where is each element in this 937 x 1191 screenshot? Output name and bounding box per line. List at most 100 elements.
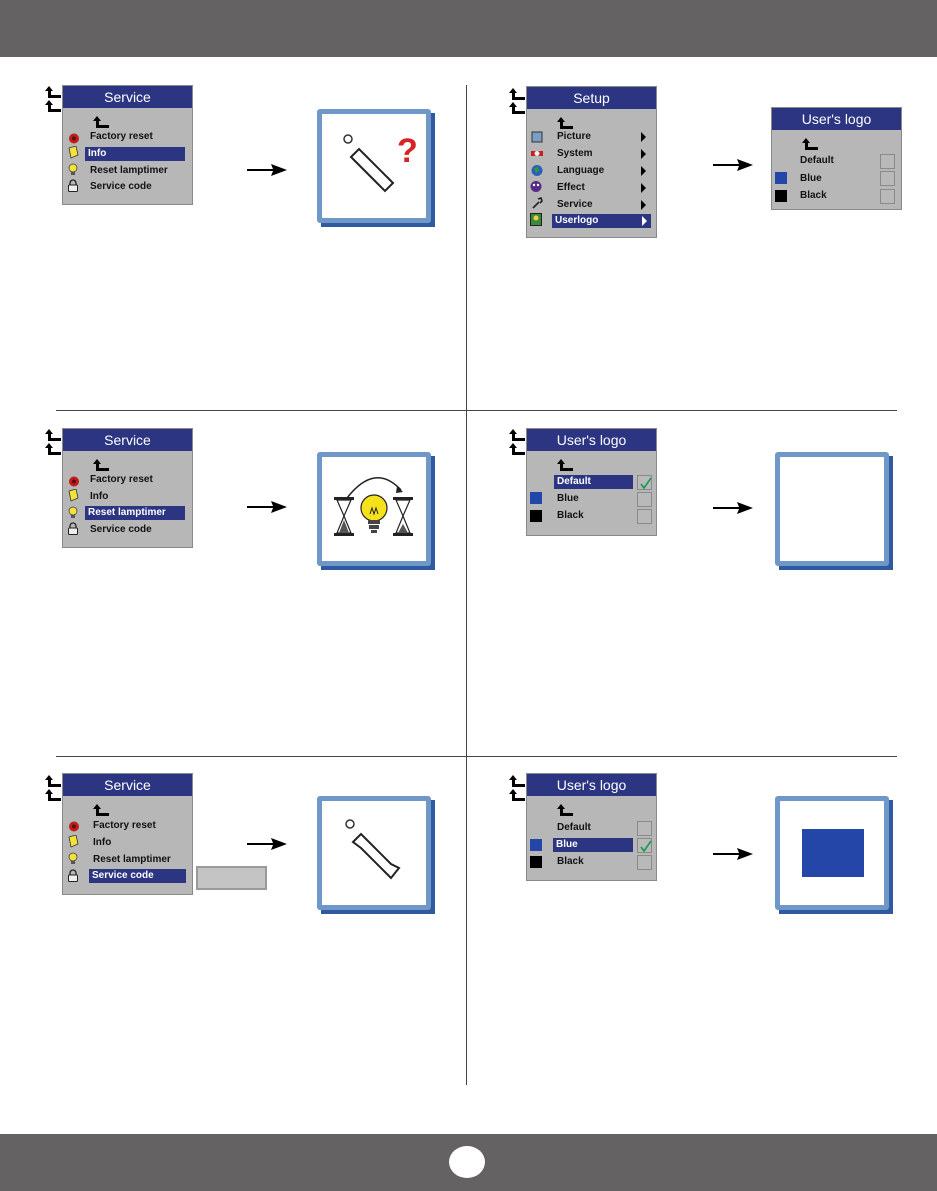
back-icon[interactable]	[45, 86, 63, 116]
option-default[interactable]: Default	[557, 822, 591, 833]
check-icon	[638, 476, 653, 491]
menu-item-service[interactable]: Service	[557, 199, 593, 210]
checkbox-black[interactable]	[637, 509, 652, 524]
checkbox-black[interactable]	[880, 189, 895, 204]
option-black[interactable]: Black	[557, 856, 584, 867]
blue-swatch	[775, 172, 787, 184]
option-blue[interactable]: Blue	[800, 173, 822, 184]
wrench-icon	[532, 197, 543, 209]
option-black[interactable]: Black	[557, 510, 584, 521]
back-arrow-icon[interactable]	[93, 116, 109, 128]
menu-item-factory-reset[interactable]: Factory reset	[93, 820, 156, 831]
row-divider	[467, 410, 897, 411]
back-arrow-icon[interactable]	[557, 459, 573, 471]
menu-title: Service	[63, 429, 192, 451]
row-divider	[467, 756, 897, 757]
back-icon[interactable]	[509, 775, 527, 805]
service-code-input[interactable]	[196, 866, 267, 890]
back-arrow-icon[interactable]	[802, 138, 818, 150]
factory-reset-icon	[69, 476, 79, 487]
picture-icon	[531, 131, 543, 143]
service-menu: Service Factory reset Info Reset lamptim…	[62, 428, 193, 548]
menu-item-picture[interactable]: Picture	[557, 131, 591, 142]
back-icon[interactable]	[45, 429, 63, 459]
menu-item-reset-lamptimer[interactable]: Reset lamptimer	[90, 165, 168, 176]
menu-item-service-code[interactable]: Service code	[90, 181, 152, 192]
right-arrow-icon	[247, 838, 287, 850]
menu-item-info[interactable]: Info	[93, 837, 112, 848]
menu-item-info[interactable]: Info	[90, 491, 109, 502]
option-default[interactable]: Default	[800, 155, 834, 166]
menu-item-reset-lamptimer[interactable]: Reset lamptimer	[93, 854, 171, 865]
menu-title: User's logo	[527, 429, 656, 451]
black-swatch	[530, 856, 542, 868]
menu-item-service-code[interactable]: Service code	[89, 869, 186, 883]
menu-title: User's logo	[527, 774, 656, 796]
svg-text:?: ?	[397, 132, 418, 170]
check-icon	[638, 839, 653, 854]
submenu-arrow-icon	[641, 132, 646, 142]
lamp-icon	[68, 506, 78, 518]
back-arrow-icon[interactable]	[93, 459, 109, 471]
right-arrow-icon	[713, 502, 753, 514]
menu-item-factory-reset[interactable]: Factory reset	[90, 474, 153, 485]
menu-item-info[interactable]: Info	[85, 147, 185, 161]
back-icon[interactable]	[509, 88, 527, 118]
menu-item-system[interactable]: System	[557, 148, 593, 159]
menu-title: Service	[63, 774, 192, 796]
menu-title: Setup	[527, 87, 656, 109]
setup-menu: Setup Picture System Language Effect Ser…	[526, 86, 657, 238]
submenu-arrow-icon	[641, 149, 646, 159]
checkbox-default[interactable]	[637, 821, 652, 836]
column-divider	[466, 85, 467, 1085]
factory-reset-icon	[69, 133, 79, 144]
checkbox-default[interactable]	[880, 154, 895, 169]
service-menu: Service Factory reset Info Reset lamptim…	[62, 773, 193, 895]
lamp-icon	[68, 163, 78, 175]
factory-reset-icon	[69, 821, 79, 832]
back-icon[interactable]	[45, 775, 63, 805]
submenu-arrow-icon	[641, 183, 646, 193]
option-blue[interactable]: Blue	[553, 838, 633, 852]
blue-swatch	[530, 839, 542, 851]
lock-icon	[68, 522, 78, 535]
effect-icon	[530, 181, 542, 192]
page-number-badge	[449, 1146, 485, 1178]
option-black[interactable]: Black	[800, 190, 827, 201]
userlogo-icon	[530, 213, 542, 226]
option-default[interactable]: Default	[554, 475, 633, 489]
checkbox-default[interactable]	[637, 475, 652, 490]
checkbox-blue[interactable]	[637, 838, 652, 853]
back-arrow-icon[interactable]	[557, 117, 573, 129]
menu-item-effect[interactable]: Effect	[557, 182, 585, 193]
info-icon	[68, 489, 79, 502]
blue-logo-preview	[775, 796, 893, 914]
row-divider	[56, 756, 466, 757]
header-bar	[0, 0, 937, 57]
default-logo-preview	[775, 452, 893, 570]
submenu-arrow-icon	[641, 166, 646, 176]
menu-item-language[interactable]: Language	[557, 165, 605, 176]
menu-item-service-code[interactable]: Service code	[90, 524, 152, 535]
menu-item-reset-lamptimer[interactable]: Reset lamptimer	[85, 506, 185, 520]
checkbox-blue[interactable]	[880, 171, 895, 186]
lamp-icon	[68, 852, 78, 864]
black-swatch	[530, 510, 542, 522]
blue-screen	[802, 829, 864, 877]
menu-item-factory-reset[interactable]: Factory reset	[90, 131, 153, 142]
back-arrow-icon[interactable]	[557, 804, 573, 816]
info-icon	[68, 835, 79, 848]
back-arrow-icon[interactable]	[93, 804, 109, 816]
system-icon	[531, 151, 543, 156]
checkbox-blue[interactable]	[637, 492, 652, 507]
menu-item-userlogo[interactable]: Userlogo	[552, 214, 651, 228]
right-arrow-icon	[247, 501, 287, 513]
back-icon[interactable]	[509, 429, 527, 459]
checkbox-black[interactable]	[637, 855, 652, 870]
info-icon	[68, 146, 79, 159]
option-blue[interactable]: Blue	[557, 493, 579, 504]
globe-icon	[531, 165, 543, 176]
service-code-result-icon	[317, 796, 435, 914]
right-arrow-icon	[713, 848, 753, 860]
service-menu: Service Factory reset Info Reset lamptim…	[62, 85, 193, 205]
